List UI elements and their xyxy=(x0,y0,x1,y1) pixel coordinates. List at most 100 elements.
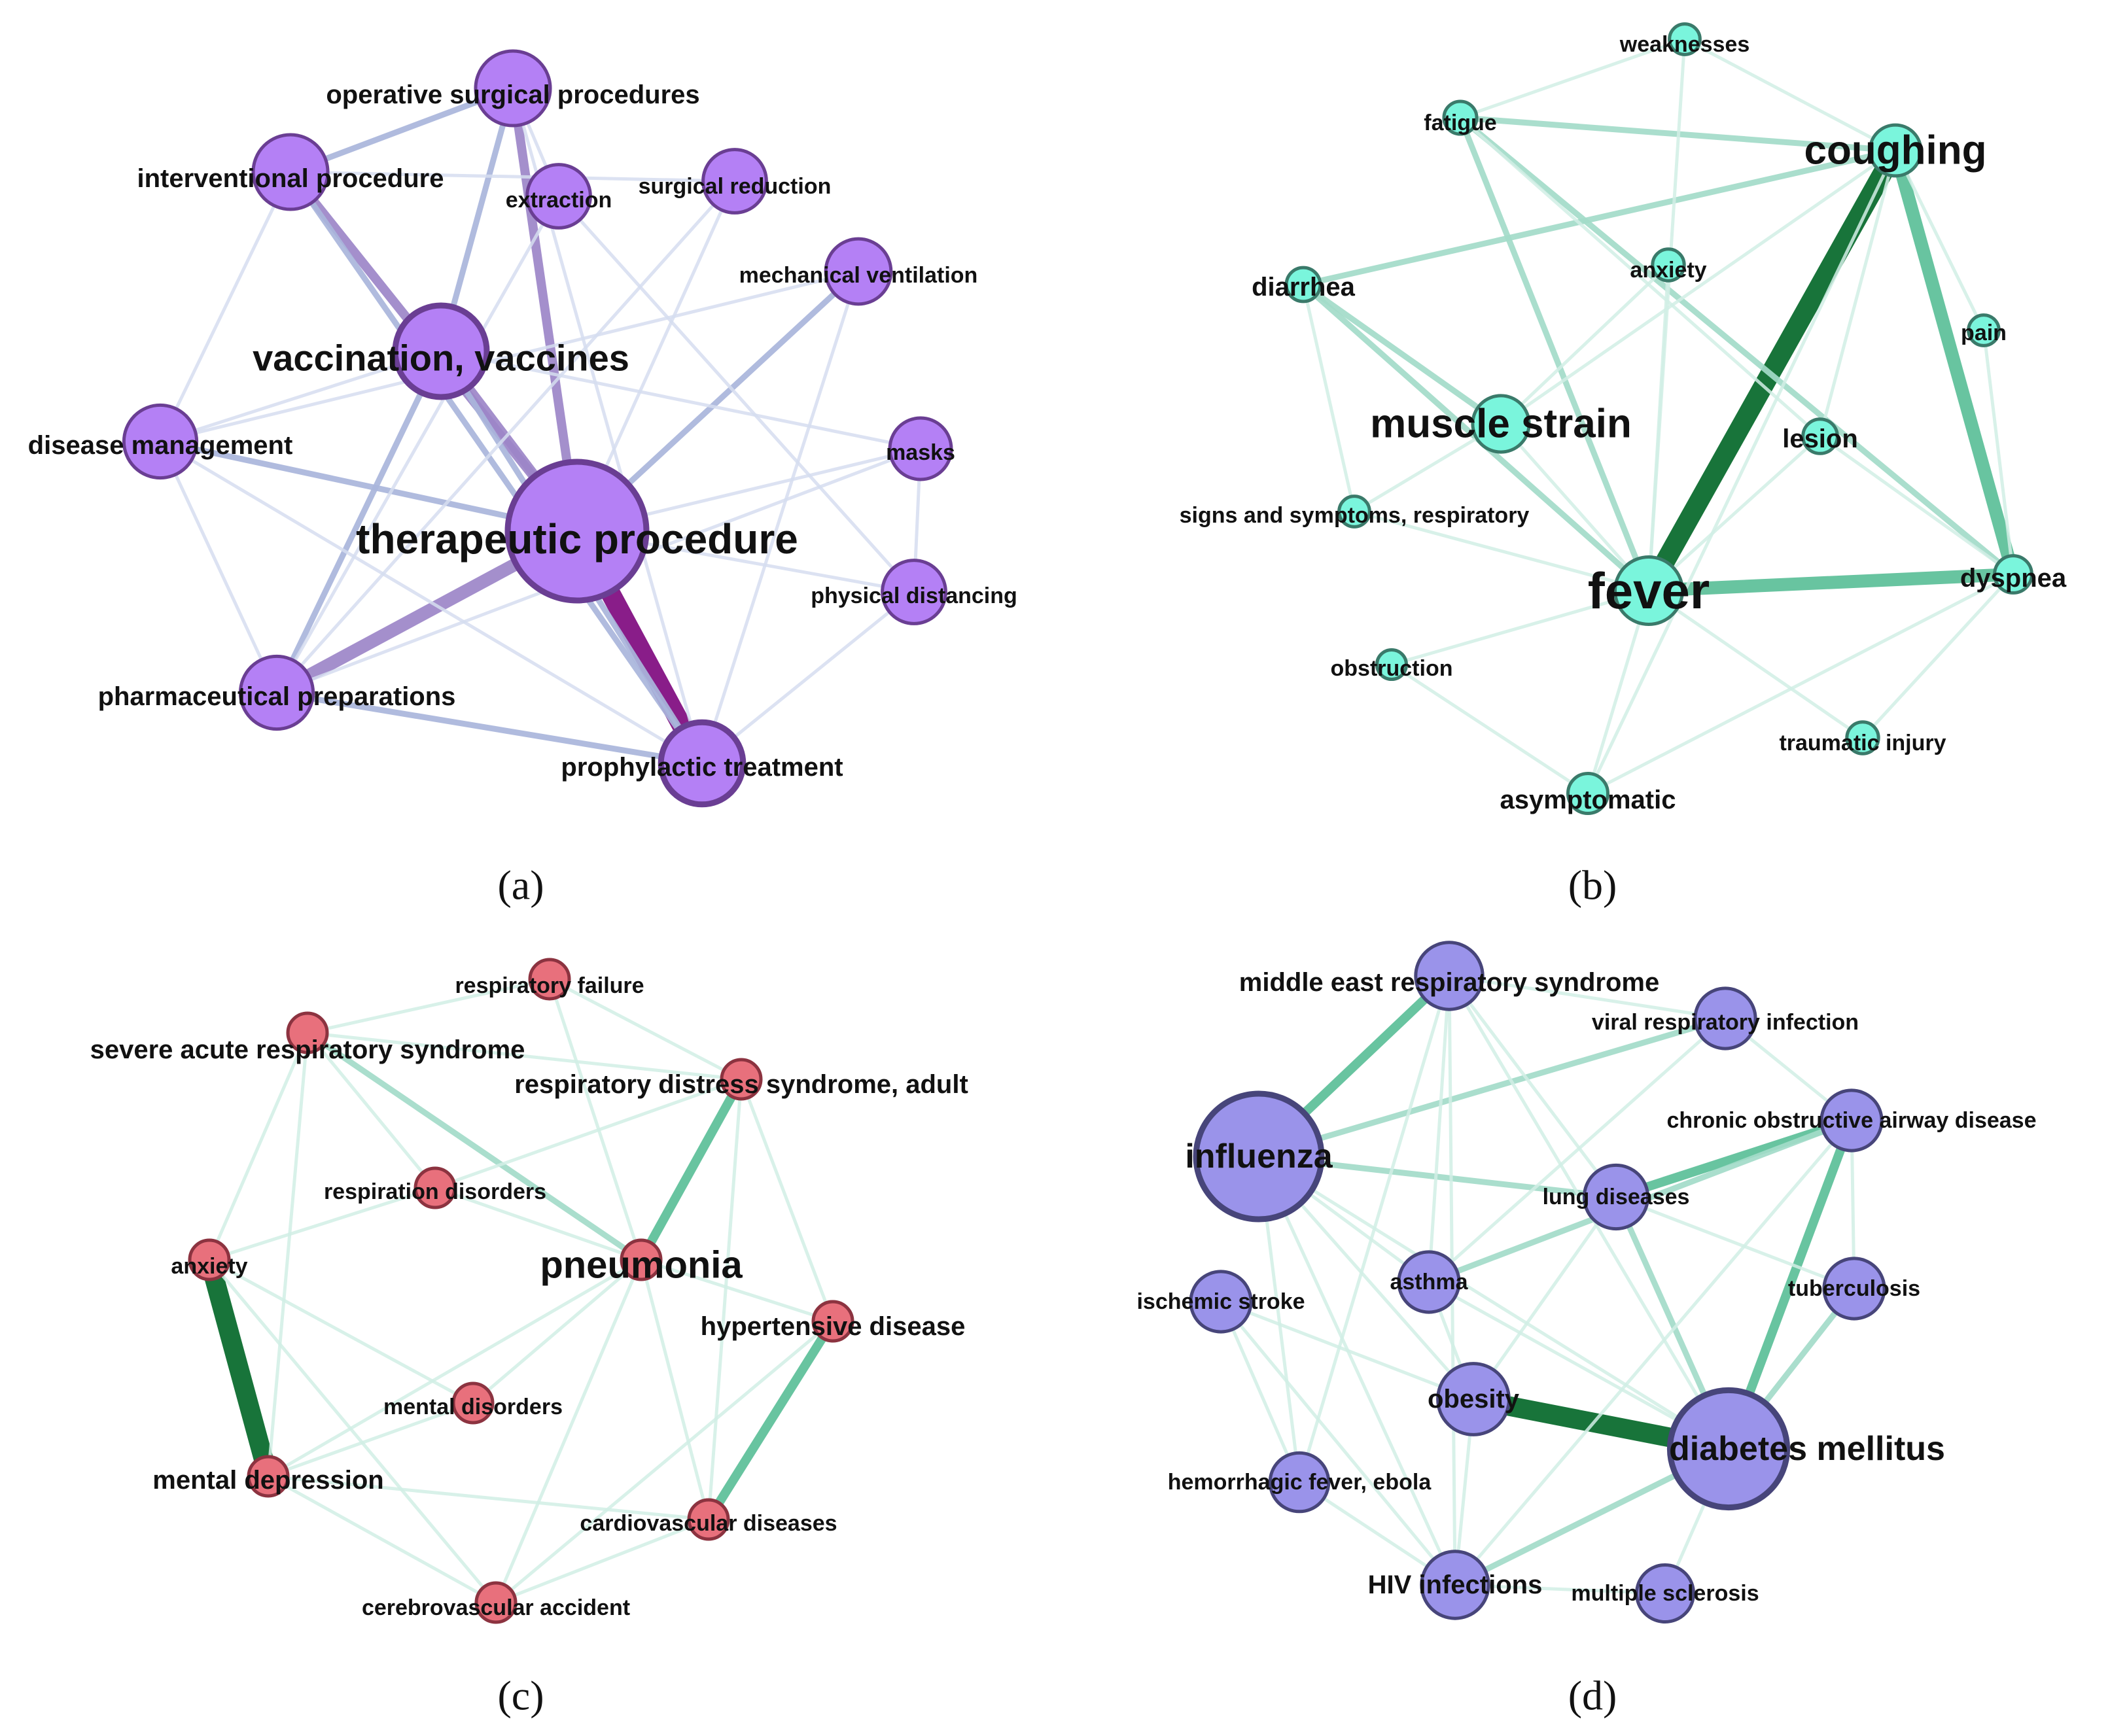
node-phys_dist xyxy=(881,559,947,625)
node-mech_vent xyxy=(824,237,893,306)
node-label-interventional: interventional procedure xyxy=(137,164,444,193)
node-label-pneumonia: pneumonia xyxy=(540,1244,743,1287)
node-label-masks: masks xyxy=(886,440,955,465)
panel-d-nodes xyxy=(1189,941,1886,1624)
edge-extraction-pharma xyxy=(275,194,561,695)
node-label-hypertensive: hypertensive disease xyxy=(701,1312,966,1341)
node-label-coughing: coughing xyxy=(1804,128,1987,173)
node-label-signs: signs and symptoms, respiratory xyxy=(1180,503,1530,528)
node-label-hiv: HIV infections xyxy=(1368,1571,1543,1599)
edge-lesion-dyspnea xyxy=(1818,434,2015,576)
node-signs xyxy=(1337,495,1371,529)
node-label-influenza: influenza xyxy=(1185,1137,1333,1175)
node-viral xyxy=(1693,986,1757,1050)
node-label-anxiety_c: anxiety xyxy=(171,1254,247,1279)
edge-fever-muscle xyxy=(1499,422,1651,593)
node-label-tuberculosis: tuberculosis xyxy=(1788,1276,1920,1301)
node-label-lesion: lesion xyxy=(1782,425,1858,453)
node-label-mental_dis: mental disorders xyxy=(383,1395,563,1419)
panel-c-edges xyxy=(200,977,837,1605)
edge-vaccination-disease_mgmt xyxy=(158,349,443,443)
edge-fever-fatigue xyxy=(1457,114,1652,594)
node-label-ms: multiple sclerosis xyxy=(1571,1581,1759,1606)
node-mental_dis xyxy=(451,1381,495,1425)
node-label-mech_vent: mechanical ventilation xyxy=(739,263,978,288)
edge-copd-hiv xyxy=(1453,1119,1854,1587)
edge-resp_fail-ards xyxy=(548,977,743,1081)
node-cerebro xyxy=(474,1581,518,1624)
node-therapeutic xyxy=(504,459,650,604)
node-muscle xyxy=(1471,394,1531,454)
panel-a: operative surgical procedures interventio… xyxy=(28,49,1017,808)
node-asymptomatic xyxy=(1566,772,1609,815)
node-resp_fail xyxy=(528,958,571,1001)
edge-fever-coughing xyxy=(1639,141,1905,600)
node-ms xyxy=(1634,1563,1696,1624)
panel-b-nodes xyxy=(1284,22,2033,815)
edge-anxiety_c-mental_dis xyxy=(207,1258,475,1405)
node-label-resp_fail: respiratory failure xyxy=(455,973,644,998)
node-label-surgical_red: surgical reduction xyxy=(639,174,832,199)
edge-ischemic-ebola xyxy=(1219,1300,1301,1484)
node-anxiety_b xyxy=(1651,247,1686,283)
panel-b-labels: weaknessesfatiguecoughingdiarrheaanxiety… xyxy=(1180,32,2067,814)
node-label-lung: lung diseases xyxy=(1543,1185,1690,1209)
node-label-traumatic: traumatic injury xyxy=(1779,731,1946,755)
node-depression xyxy=(247,1455,290,1498)
edge-resp_dis-pneumonia xyxy=(433,1186,643,1262)
panel-c-labels: respiratory failure severe acute respirat… xyxy=(90,973,968,1620)
node-label-copd: chronic obstructive airway disease xyxy=(1666,1108,2036,1133)
edge-vaccination-pharma xyxy=(273,348,444,696)
edge-resp_fail-sars xyxy=(306,977,552,1035)
edge-mech_vent-disease_mgmt xyxy=(158,269,860,443)
edge-ischemic-obesity xyxy=(1219,1300,1475,1401)
edge-fever-traumatic xyxy=(1647,589,1865,740)
edge-diarrhea-signs xyxy=(1301,283,1356,513)
node-obstruction xyxy=(1375,648,1409,682)
node-label-prophylactic: prophylactic treatment xyxy=(561,753,843,782)
edge-anxiety_c-cerebro xyxy=(207,1258,498,1605)
node-label-sars: severe acute respiratory syndrome xyxy=(90,1035,525,1064)
edge-pharma-prophylactic xyxy=(273,689,705,767)
edge-operative-interventional xyxy=(287,85,516,175)
node-vaccination xyxy=(392,302,490,400)
node-label-diabetes: diabetes mellitus xyxy=(1669,1430,1945,1468)
node-label-ebola: hemorrhagic fever, ebola xyxy=(1168,1470,1432,1495)
panel-a-labels: operative surgical procedures interventio… xyxy=(28,80,1017,782)
node-label-diarrhea: diarrhea xyxy=(1252,273,1356,302)
node-label-ischemic: ischemic stroke xyxy=(1136,1289,1305,1314)
edge-mers-ebola xyxy=(1297,974,1451,1484)
edge-tuberculosis-lung xyxy=(1614,1195,1856,1291)
node-label-viral: viral respiratory infection xyxy=(1592,1010,1859,1035)
edge-pneumonia-depression xyxy=(266,1258,643,1478)
node-label-disease_mgmt: disease management xyxy=(28,431,293,460)
node-tuberculosis xyxy=(1822,1257,1886,1321)
node-label-operative: operative surgical procedures xyxy=(326,80,699,109)
node-label-asymptomatic: asymptomatic xyxy=(1500,786,1676,814)
node-label-weaknesses: weaknesses xyxy=(1619,32,1750,57)
edge-hypertensive-cardio xyxy=(704,1317,837,1524)
node-resp_dis xyxy=(413,1166,457,1209)
edge-cerebro-cardio xyxy=(494,1518,711,1605)
edge-fever-obstruction xyxy=(1390,589,1651,667)
node-label-extraction: extraction xyxy=(506,188,612,213)
node-label-vaccination: vaccination, vaccines xyxy=(253,338,629,379)
edge-coughing-muscle xyxy=(1499,148,1897,426)
edge-prophylactic-phys_dist xyxy=(700,590,916,765)
edge-mental_dis-pneumonia xyxy=(471,1258,643,1405)
node-pain xyxy=(1967,313,2001,347)
node-label-therapeutic: therapeutic procedure xyxy=(356,515,798,563)
panel-caption-b: (b) xyxy=(1568,862,1617,909)
edge-lung-obesity xyxy=(1471,1195,1618,1401)
node-label-fatigue: fatigue xyxy=(1424,111,1496,135)
node-hiv xyxy=(1420,1550,1490,1620)
node-prophylactic xyxy=(658,719,747,808)
node-hypertensive xyxy=(811,1300,854,1343)
edge-vaccination-masks xyxy=(439,349,923,451)
node-label-pain: pain xyxy=(1961,321,2007,345)
node-anxiety_c xyxy=(188,1238,231,1281)
edge-cerebro-hypertensive xyxy=(494,1319,835,1605)
node-label-obesity: obesity xyxy=(1428,1385,1520,1414)
